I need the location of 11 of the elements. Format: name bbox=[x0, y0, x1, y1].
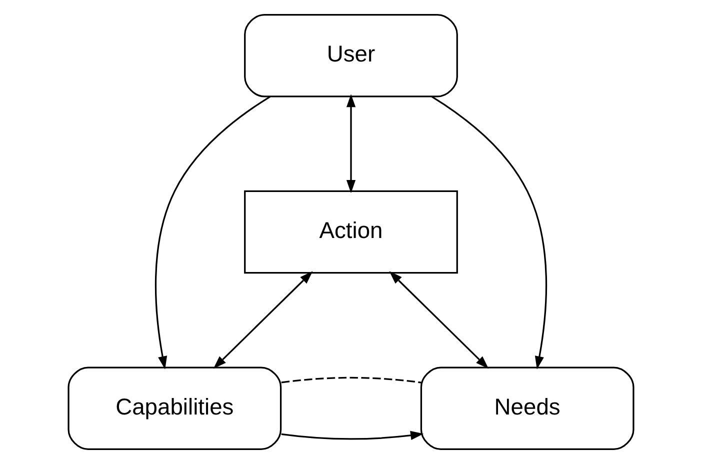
arrow bbox=[431, 96, 548, 370]
arrow bbox=[389, 271, 489, 369]
connector bbox=[281, 376, 422, 384]
node-box: Capabilities bbox=[68, 366, 282, 450]
node-box: Needs bbox=[420, 366, 634, 450]
arrow bbox=[213, 271, 313, 369]
node-box: Action bbox=[244, 190, 458, 274]
node-box: User bbox=[244, 14, 458, 98]
arrow bbox=[154, 96, 271, 370]
arrow bbox=[281, 430, 424, 440]
arrow bbox=[346, 94, 356, 194]
